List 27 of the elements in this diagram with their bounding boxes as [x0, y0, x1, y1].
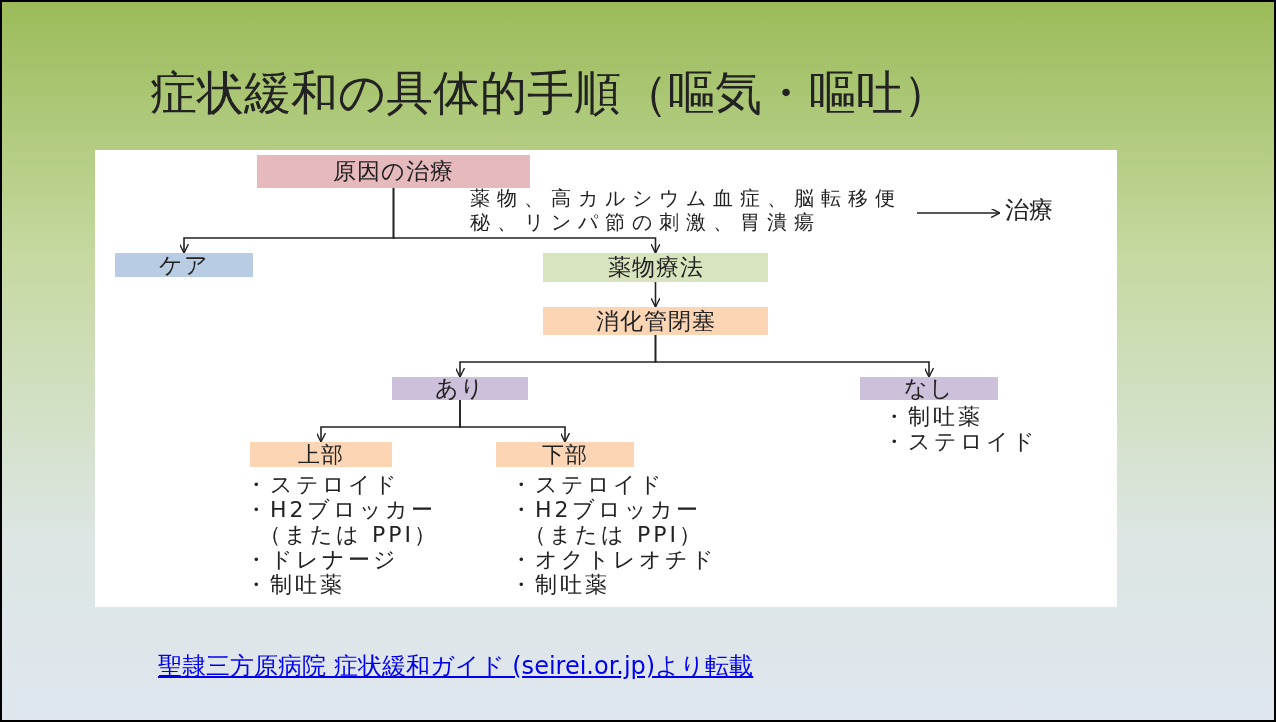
arrow: [650, 281, 661, 308]
arrow: [916, 207, 1001, 219]
label-box: あり: [392, 377, 528, 400]
label-box: 下部: [496, 442, 634, 467]
note-text: 薬物、高カルシウム血症、脳転移便秘、リンパ節の刺激、胃潰瘍: [470, 186, 915, 236]
list-item: ・制吐薬: [883, 404, 984, 429]
list-item: ・オクトレオチド: [510, 547, 718, 572]
note-text: 治療: [1005, 198, 1090, 228]
list-item: ・ステロイド: [883, 429, 1039, 454]
arrow: [392, 187, 661, 254]
label-box: ケア: [115, 253, 253, 277]
list-item: ・制吐薬: [510, 572, 611, 597]
list-item: ・ステロイド: [510, 472, 666, 497]
list-item: ・ドレナージ: [245, 547, 400, 572]
list-item: ・H2ブロッカー（または PPI）: [245, 497, 440, 547]
source-link: 聖隷三方原病院 症状緩和ガイド (seirei.or.jp)より転載: [158, 651, 754, 682]
label-box: 消化管閉塞: [543, 307, 768, 335]
arrow: [654, 334, 935, 378]
label-box: 薬物療法: [543, 253, 768, 282]
label-box: 上部: [250, 442, 392, 467]
label-box: なし: [860, 377, 998, 400]
list-item: ・制吐薬: [245, 572, 346, 597]
list-item: ・H2ブロッカー（または PPI）: [510, 497, 705, 547]
arrow: [459, 399, 571, 443]
slide-title: 症状緩和の具体的手順（嘔気・嘔吐）: [150, 64, 950, 122]
label-box: 原因の治療: [257, 155, 530, 188]
list-item: ・ステロイド: [245, 472, 401, 497]
